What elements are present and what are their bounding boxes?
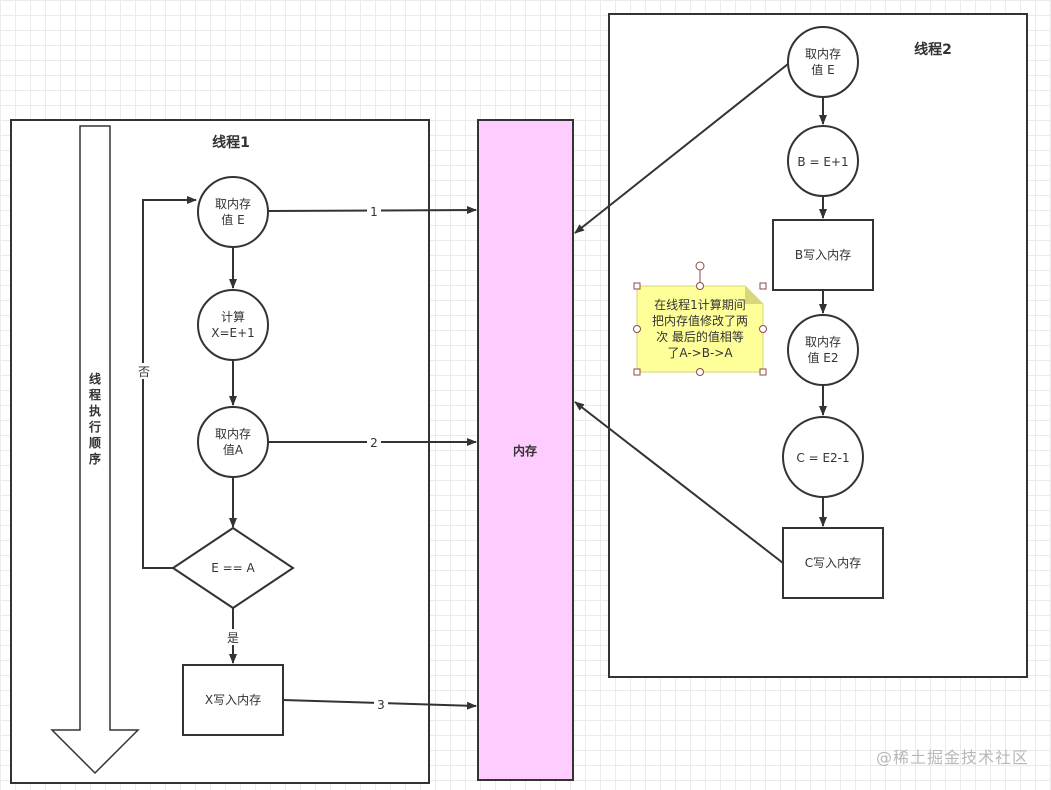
t1-compute-line2: X=E+1: [211, 326, 255, 340]
watermark: @稀土掘金技术社区: [875, 748, 1029, 767]
resize-handle-ne[interactable]: [759, 282, 767, 290]
rotate-handle[interactable]: [695, 261, 705, 271]
thread2-title: 线程2: [914, 41, 952, 58]
t1-node-read-e[interactable]: 取内存 值 E: [197, 176, 269, 248]
t2-node-read-e2[interactable]: 取内存 值 E2: [787, 314, 859, 386]
connect-handle-bottom[interactable]: [696, 368, 704, 376]
t2-node-write-c[interactable]: C写入内存: [782, 527, 884, 599]
svg-text:线: 线: [89, 371, 101, 386]
edge-t2-read-e-to-memory: [574, 63, 789, 234]
t2-read-e2-line1: 取内存: [805, 335, 841, 349]
note-line4: 了A->B->A: [667, 346, 733, 360]
t2-node-read-e[interactable]: 取内存 值 E: [787, 26, 859, 98]
t2-compute-c-text: C = E2-1: [796, 451, 849, 465]
note-selection-handles[interactable]: [633, 261, 767, 376]
t1-edge-label-yes: 是: [227, 631, 239, 645]
resize-handle-sw[interactable]: [633, 368, 641, 376]
t2-write-b-text: B写入内存: [795, 248, 851, 262]
annotation-note[interactable]: 在线程1计算期间 把内存值修改了两 次 最后的值相等 了A->B->A: [636, 285, 764, 373]
t2-read-e-line2: 值 E: [811, 62, 834, 77]
t2-node-compute-c[interactable]: C = E2-1: [782, 416, 864, 498]
t2-read-e2-line2: 值 E2: [807, 350, 838, 365]
edge-label-step2: 2: [370, 436, 378, 450]
note-line1: 在线程1计算期间: [654, 297, 746, 312]
edge-label-step1: 1: [370, 205, 378, 219]
t1-node-write-x[interactable]: X写入内存: [182, 664, 284, 736]
note-line3: 次 最后的值相等: [656, 329, 744, 344]
t1-compute-line1: 计算: [221, 309, 245, 324]
connect-handle-left[interactable]: [633, 325, 641, 333]
connect-handle-top[interactable]: [696, 282, 704, 290]
resize-handle-se[interactable]: [759, 368, 767, 376]
svg-text:程: 程: [89, 387, 101, 402]
note-line2: 把内存值修改了两: [652, 313, 748, 328]
memory-block[interactable]: 内存: [477, 119, 574, 781]
t1-read-a-line1: 取内存: [215, 427, 251, 441]
svg-text:行: 行: [88, 419, 101, 434]
svg-text:序: 序: [89, 451, 101, 466]
svg-text:顺: 顺: [89, 435, 101, 450]
t1-read-e-line1: 取内存: [215, 197, 251, 211]
t2-read-e-line1: 取内存: [805, 47, 841, 61]
t2-node-write-b[interactable]: B写入内存: [772, 219, 874, 291]
execution-order-arrow[interactable]: [50, 125, 140, 775]
t1-node-read-a[interactable]: 取内存 值A: [197, 406, 269, 478]
memory-label: 内存: [513, 443, 537, 458]
t1-write-x-text: X写入内存: [205, 693, 261, 707]
t2-compute-b-text: B = E+1: [797, 155, 848, 169]
t1-decision-text: E == A: [211, 561, 255, 575]
t1-read-e-line2: 值 E: [221, 212, 244, 227]
connect-handle-right[interactable]: [759, 325, 767, 333]
t1-node-decision[interactable]: E == A: [171, 526, 295, 610]
t2-write-c-text: C写入内存: [805, 556, 861, 570]
edge-label-step3: 3: [377, 698, 385, 712]
t2-node-compute-b[interactable]: B = E+1: [787, 125, 859, 197]
svg-text:执: 执: [89, 403, 101, 418]
thread1-title: 线程1: [212, 134, 250, 151]
t1-edge-label-no: 否: [138, 365, 150, 379]
edge-t2-write-c-to-memory: [574, 401, 784, 564]
resize-handle-nw[interactable]: [633, 282, 641, 290]
t1-edge-no-loop: [142, 196, 197, 569]
execution-order-label: 线 程 执 行 顺 序: [88, 371, 101, 466]
t1-node-compute[interactable]: 计算 X=E+1: [197, 289, 269, 361]
t1-read-a-line2: 值A: [223, 442, 244, 457]
